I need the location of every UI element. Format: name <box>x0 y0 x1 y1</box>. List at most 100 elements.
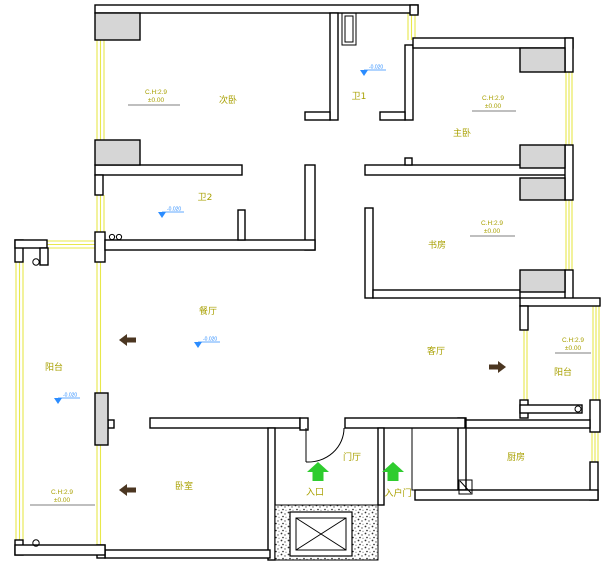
room-label-foyer: 门厅 <box>343 451 361 463</box>
direction-arrow-icon <box>119 334 136 346</box>
room-label-study: 书房 <box>428 239 446 251</box>
wall <box>364 207 374 299</box>
direction-arrows <box>119 334 506 496</box>
elevation-marker: -0.020 <box>360 65 386 76</box>
wall <box>412 37 574 49</box>
door-swing-arc <box>305 427 345 463</box>
wall <box>14 544 106 556</box>
structural-column <box>519 47 566 73</box>
elevation-marker: -0.020 <box>194 337 220 348</box>
wall <box>519 297 601 307</box>
elevator-car <box>295 517 347 551</box>
up-arrow-icon <box>382 462 404 481</box>
wall <box>267 427 276 561</box>
elevation-marker: -0.020 <box>54 393 80 404</box>
ceiling-tag: C.H:2.9 ±0.00 <box>470 220 515 237</box>
wall <box>149 417 301 429</box>
room-label-bath-2: 卫2 <box>198 193 213 203</box>
ceiling-height: C.H:2.9 <box>51 489 73 496</box>
elevation-triangle-icon <box>54 398 62 404</box>
ceiling-tag: C.H:2.9 ±0.00 <box>555 337 591 354</box>
floor-level: ±0.00 <box>485 103 502 110</box>
ceiling-height: C.H:2.9 <box>481 220 503 227</box>
direction-arrow-icon <box>119 484 136 496</box>
pipe-shaft-inner <box>344 15 354 43</box>
wall <box>299 417 309 431</box>
elevation-markers: -0.020 -0.020 -0.020 -0.020 <box>54 65 386 404</box>
wall <box>39 247 49 266</box>
shoe-cabinet <box>411 427 459 491</box>
room-label-dining: 餐厅 <box>199 305 217 317</box>
drain-icon <box>108 233 116 241</box>
room-label-room-right: 阳台 <box>554 366 572 378</box>
wall <box>94 231 106 263</box>
wall <box>564 269 574 301</box>
elevation-value: -0.020 <box>63 393 77 399</box>
ceiling-tags: C.H:2.9 ±0.00 C.H:2.9 ±0.00 C.H:2.9 ±0.0… <box>30 89 591 506</box>
wall <box>464 419 591 429</box>
wall <box>377 427 385 506</box>
floor-level: ±0.00 <box>148 97 165 104</box>
drain-icon <box>115 233 123 241</box>
wall <box>409 4 419 16</box>
wall <box>379 111 406 121</box>
wall <box>564 144 574 201</box>
wall <box>304 111 331 121</box>
elevation-triangle-icon <box>158 212 166 218</box>
drain-icon <box>32 539 40 547</box>
elevation-marker: -0.020 <box>158 207 184 218</box>
floor-level: ±0.00 <box>54 497 71 504</box>
flue-box <box>458 479 473 495</box>
elevation-triangle-icon <box>194 342 202 348</box>
structural-column <box>519 177 566 201</box>
drain-icon <box>32 258 40 266</box>
wall <box>404 157 413 166</box>
elevation-triangle-icon <box>360 70 368 76</box>
room-label-living: 客厅 <box>427 345 445 357</box>
room-label-bedroom-top-left: 次卧 <box>219 94 237 106</box>
walls <box>14 4 601 561</box>
wall <box>304 164 316 251</box>
elevation-value: -0.020 <box>167 207 181 213</box>
entry-arrows <box>307 462 404 481</box>
wall <box>94 174 104 196</box>
wall <box>329 12 339 121</box>
flue-diagonal <box>459 480 472 494</box>
wall <box>104 239 316 251</box>
wall <box>104 549 271 559</box>
room-label-bedroom-top-right: 主卧 <box>453 127 471 139</box>
wall <box>344 417 466 429</box>
drain-icon <box>574 405 582 413</box>
pipe-shaft <box>341 12 357 46</box>
elevation-value: -0.020 <box>369 65 383 71</box>
structural-column <box>519 269 566 293</box>
direction-arrow-icon <box>489 361 506 373</box>
floor-level: ±0.00 <box>565 345 582 352</box>
room-label-entry-door: 入户门 <box>384 487 411 499</box>
structural-column <box>94 139 141 166</box>
wall <box>457 417 467 491</box>
ceiling-height: C.H:2.9 <box>482 95 504 102</box>
elevation-value: -0.020 <box>203 337 217 343</box>
room-label-balcony-left: 阳台 <box>45 361 63 373</box>
room-labels: 次卧 卫1 主卧 卫2 书房 餐厅 客厅 阳台 阳台 卧室 门厅 厨房 入口 入… <box>45 92 572 499</box>
ceiling-tag: C.H:2.9 ±0.00 <box>472 95 516 112</box>
ceiling-height: C.H:2.9 <box>145 89 167 96</box>
wall <box>237 209 246 241</box>
wall <box>519 305 529 331</box>
up-arrow-icon <box>307 462 329 481</box>
wall <box>14 239 48 249</box>
wall <box>414 489 599 501</box>
ceiling-height: C.H:2.9 <box>562 337 584 344</box>
columns <box>94 12 566 446</box>
fixtures <box>32 12 582 547</box>
room-label-kitchen: 厨房 <box>507 451 525 463</box>
structural-column <box>94 392 109 446</box>
room-label-bath-1: 卫1 <box>352 92 367 102</box>
structural-column <box>519 144 566 169</box>
wall <box>94 4 419 14</box>
wall <box>589 399 601 433</box>
wall <box>107 419 115 429</box>
ceiling-tag: C.H:2.9 ±0.00 <box>30 489 95 506</box>
